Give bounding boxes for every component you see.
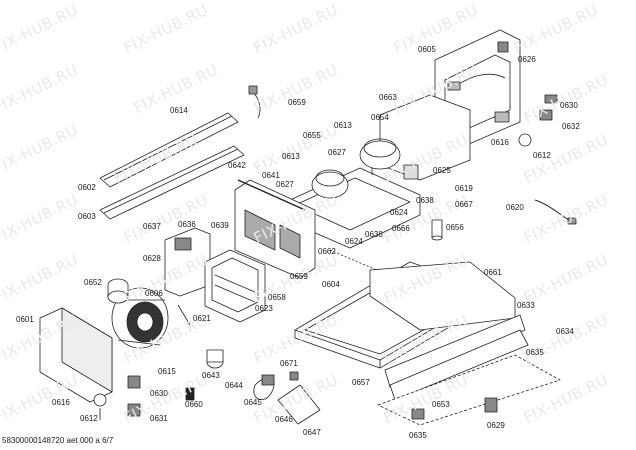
part-0634-front [377,314,561,426]
part-number-label: 0627 [328,148,346,157]
part-number-label: 0633 [517,301,535,310]
part-number-label: 0614 [170,106,188,115]
part-0601-housing [39,307,113,403]
part-number-label: 0637 [143,222,161,231]
part-number-label: 0603 [78,212,96,221]
part-number-label: 0621 [193,314,211,323]
part-number-label: 0628 [143,254,161,263]
part-0636-fan-housing [164,227,211,297]
part-number-label: 0612 [533,151,551,160]
part-number-label: 0647 [303,428,321,437]
part-number-label: 0626 [518,55,536,64]
part-number-label: 0671 [280,359,298,368]
part-number-label: 0654 [371,113,389,122]
part-number-label: 0623 [255,304,273,313]
part-0616 [518,133,532,147]
part-number-label: 0642 [228,161,246,170]
part-0626 [497,41,509,53]
part-0656-cap [431,219,443,241]
part-number-label: 0659 [290,272,308,281]
part-0671 [289,371,299,381]
part-0631-lower [127,403,141,417]
part-number-label: 0620 [506,203,524,212]
part-number-label: 0624 [345,237,363,246]
part-number-label: 0619 [455,184,473,193]
part-number-label: 0624 [390,208,408,217]
part-number-label: 0663 [379,93,397,102]
part-0653 [411,408,425,420]
part-number-label: 0601 [16,315,34,324]
part-0603-rail [99,145,245,220]
part-0625-relay [403,164,419,180]
part-number-label: 0667 [455,200,473,209]
part-number-label: 0635 [526,348,544,357]
part-number-label: 0606 [145,289,163,298]
part-number-label: 0631 [150,414,168,423]
part-number-label: 0652 [84,278,102,287]
part-number-label: 0612 [80,414,98,423]
part-number-label: 0660 [185,400,203,409]
part-number-label: 0616 [491,138,509,147]
part-number-label: 0639 [211,221,229,230]
part-number-label: 0632 [562,122,580,131]
part-0655-compressor [311,169,349,199]
part-0652-roller [107,278,129,304]
part-number-label: 0643 [202,371,220,380]
part-number-label: 0613 [282,152,300,161]
part-number-label: 0646 [275,415,293,424]
part-number-label: 0638 [365,230,383,239]
part-0630-lower [127,375,141,389]
part-0616-lower [93,393,107,407]
part-number-label: 0605 [418,45,436,54]
part-number-label: 0616 [52,398,70,407]
part-number-label: 0641 [262,171,280,180]
part-0602-rail [99,112,239,188]
part-number-label: 0604 [322,280,340,289]
part-number-label: 0629 [487,421,505,430]
part-number-label: 0635 [409,431,427,440]
part-number-label: 0625 [433,166,451,175]
part-0660 [185,387,195,401]
part-0658-board [204,249,266,323]
part-number-label: 0653 [432,400,450,409]
part-number-label: 0630 [560,101,578,110]
part-number-label: 0630 [150,389,168,398]
part-0632 [539,109,553,121]
part-number-label: 0644 [225,381,243,390]
part-number-label: 0645 [244,398,262,407]
document-footer: 58300000148720 aet 000 a 6/7 [2,436,114,445]
part-0630 [544,94,558,104]
part-0646-tube [277,384,321,425]
part-number-label: 0627 [276,180,294,189]
part-number-label: 0661 [484,268,502,277]
part-number-label: 0657 [352,378,370,387]
part-0643-capacitor [206,349,224,369]
part-0645-harness [253,374,275,401]
part-0606-fan [111,287,169,349]
part-0621 [177,304,191,326]
part-0620-plug [567,217,577,225]
part-number-label: 0655 [303,131,321,140]
part-number-label: 0602 [78,183,96,192]
part-number-label: 0636 [178,220,196,229]
part-number-label: 0638 [416,196,434,205]
part-0639-frame [234,179,316,279]
part-number-label: 0662 [318,247,336,256]
part-number-label: 0656 [446,223,464,232]
part-number-label: 0615 [158,367,176,376]
part-0629 [484,397,498,413]
part-number-label: 0613 [334,121,352,130]
part-number-label: 0659 [288,98,306,107]
part-number-label: 0658 [268,293,286,302]
part-number-label: 0634 [556,327,574,336]
part-0654-compressor [359,138,401,175]
part-0642-rod [237,179,306,211]
part-number-label: 0666 [392,224,410,233]
